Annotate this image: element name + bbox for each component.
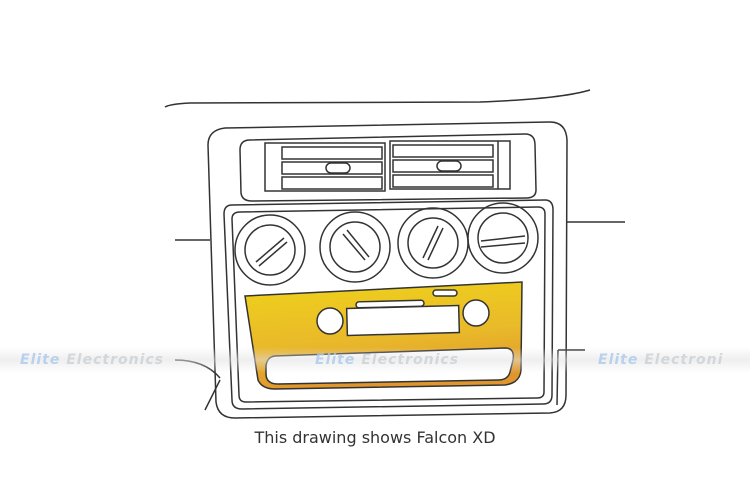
dashboard-outline (164, 89, 591, 108)
cassette-window (345, 304, 461, 337)
outer-bezel (207, 121, 568, 419)
caption: This drawing shows Falcon XD (254, 428, 496, 447)
watermark-part: Elite (315, 352, 356, 368)
control-panel-inner (231, 206, 546, 403)
watermark-band (0, 347, 750, 373)
watermark-part: Elite (20, 352, 61, 368)
volume-knob (316, 307, 344, 335)
watermark: Elite Electronics (315, 352, 459, 368)
control-panel-outer (223, 199, 554, 410)
watermark: Elite Electronics (20, 352, 164, 368)
watermark-part: Electronics (66, 352, 165, 368)
display-slot (355, 299, 425, 309)
vent-housing (239, 133, 537, 202)
tuning-knob (462, 299, 490, 327)
watermark: Elite Electroni (598, 352, 723, 368)
watermark-part: Electroni (644, 352, 724, 368)
air-vent-left (264, 142, 386, 192)
watermark-part: Elite (598, 352, 639, 368)
recirc-knob (467, 202, 539, 274)
button-slot (432, 289, 458, 297)
fan-knob (234, 214, 306, 286)
air-vent-right (389, 140, 511, 190)
mode-knob (397, 207, 469, 279)
watermark-part: Electronics (361, 352, 460, 368)
temperature-knob (319, 211, 391, 283)
